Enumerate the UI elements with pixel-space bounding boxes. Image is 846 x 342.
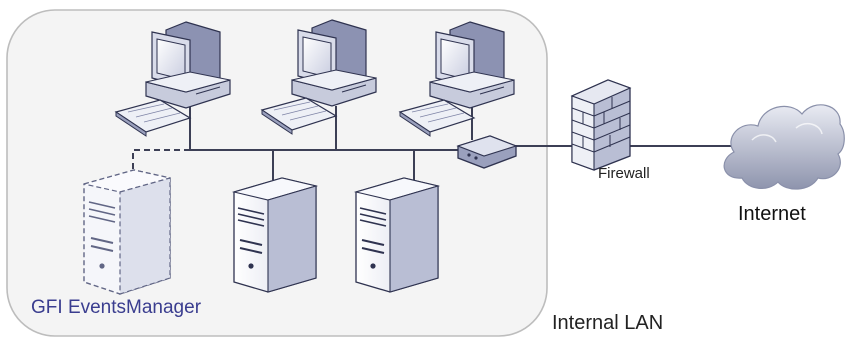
internet-label: Internet xyxy=(738,203,806,225)
firewall xyxy=(570,79,632,171)
router xyxy=(456,135,518,169)
internal-lan-label: Internal LAN xyxy=(552,312,664,334)
network-cables xyxy=(189,106,736,180)
dashed-monitor-link xyxy=(132,149,190,172)
internet-cloud xyxy=(723,104,845,190)
server-2 xyxy=(355,177,439,293)
server-1 xyxy=(233,177,317,293)
gfi-server xyxy=(83,169,171,295)
gfi-eventsmanager-label: GFI EventsManager xyxy=(31,297,202,318)
firewall-label: Firewall xyxy=(598,165,650,182)
